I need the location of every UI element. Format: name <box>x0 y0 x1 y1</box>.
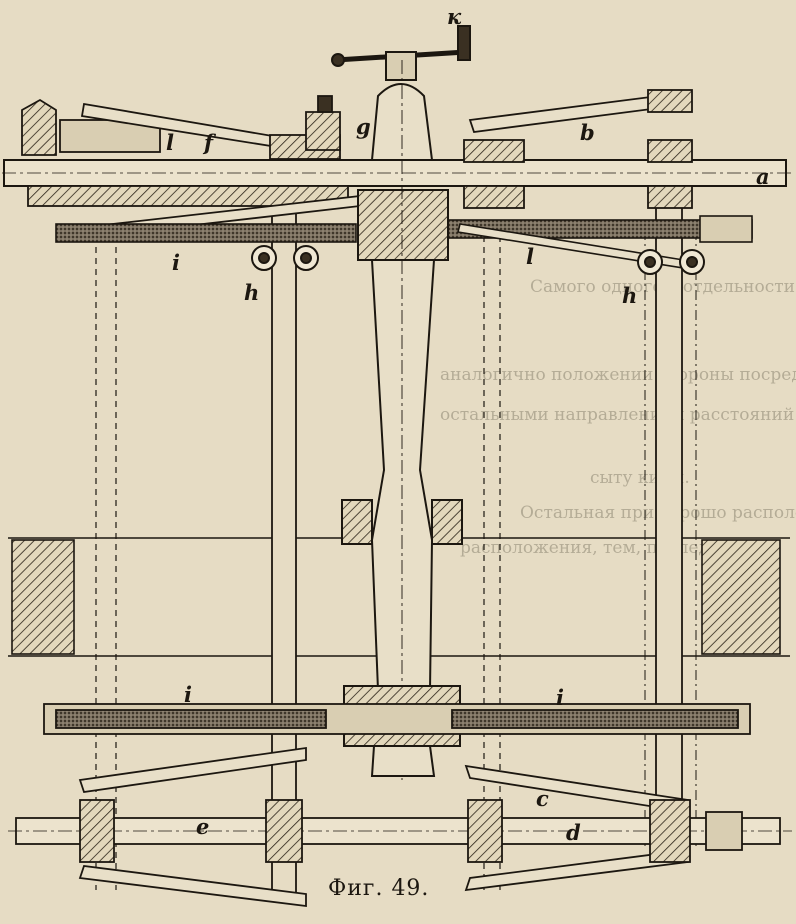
lower-lever-left-bottom <box>78 865 307 908</box>
foundation-band <box>8 537 790 657</box>
central-column <box>331 25 471 780</box>
label-k: к <box>447 4 462 29</box>
left-wall-hatch <box>11 539 75 655</box>
label-g: g <box>356 114 371 139</box>
label-e: e <box>196 814 209 839</box>
figure-caption: Фиг. 49. <box>328 876 429 901</box>
screw-spindle <box>370 259 436 691</box>
rod-left-inner <box>271 194 297 896</box>
bottom-mechanism <box>8 746 792 908</box>
label-h-left: h <box>244 280 259 305</box>
right-wall-hatch <box>701 539 781 655</box>
crank-handle-k <box>457 25 471 61</box>
label-i-top-left: i <box>172 250 180 275</box>
top-right-mechanism <box>463 89 693 209</box>
label-c: c <box>536 786 549 811</box>
bleed-through-text: Самого одного в отдельности. Улицы анало… <box>440 277 796 558</box>
lower-lever-left-top <box>78 746 307 793</box>
rollers-h <box>251 245 705 275</box>
label-i-bottom-left: i <box>184 682 192 707</box>
label-h-right: h <box>622 283 637 308</box>
upper-shaft <box>2 159 794 187</box>
label-b: b <box>580 120 595 145</box>
label-a: a <box>756 164 770 189</box>
label-l-top: l <box>166 130 174 155</box>
bleed-line-6: расположения, тем, последо <box>460 538 719 558</box>
lower-threaded-bar <box>43 703 751 735</box>
block-g <box>305 111 341 151</box>
central-gearbox <box>357 189 449 261</box>
label-d: d <box>566 820 581 845</box>
label-i-bottom-right: i <box>556 685 564 710</box>
part-labels: a b c d e f g h h i i i к l l <box>166 4 770 845</box>
bleed-line-3: остальными направлением расстояний жур <box>440 405 796 425</box>
bleed-line-2: аналогично положении стороны посредст <box>440 365 796 385</box>
label-l-mid: l <box>526 244 534 269</box>
crank-handle-left <box>331 53 345 67</box>
